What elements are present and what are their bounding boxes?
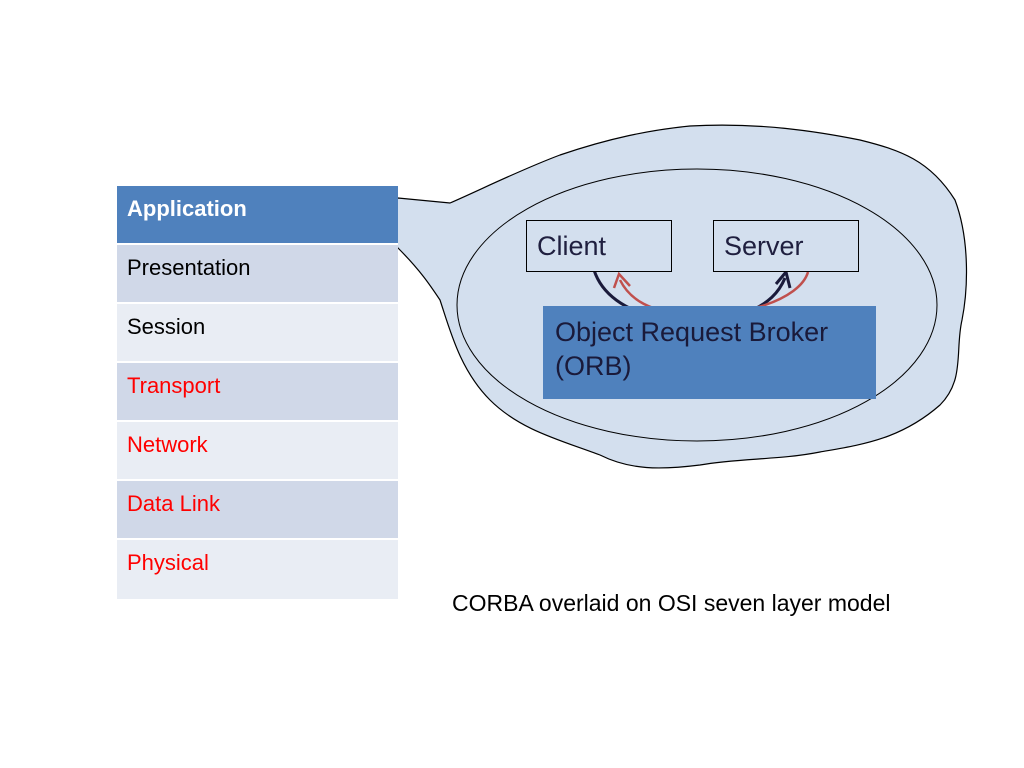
layer-session: Session [117,304,398,363]
layer-transport: Transport [117,363,398,422]
request-arrowhead [774,268,792,289]
layer-network: Network [117,422,398,481]
client-box: Client [526,220,672,272]
layer-data-link: Data Link [117,481,398,540]
osi-layer-stack: Application Presentation Session Transpo… [117,186,398,599]
diagram-caption: CORBA overlaid on OSI seven layer model [452,590,891,616]
client-label: Client [537,231,607,261]
server-box: Server [713,220,859,272]
response-arrowhead [612,271,631,289]
orb-label-line1: Object Request Broker [555,317,829,347]
layer-application: Application [117,186,398,245]
orb-label-line2: (ORB) [555,350,632,381]
layer-physical: Physical [117,540,398,599]
orb-box: Object Request Broker (ORB) [543,306,876,399]
layer-presentation: Presentation [117,245,398,304]
server-label: Server [724,231,804,261]
callout-shape [342,124,968,469]
corba-ellipse [456,168,938,442]
